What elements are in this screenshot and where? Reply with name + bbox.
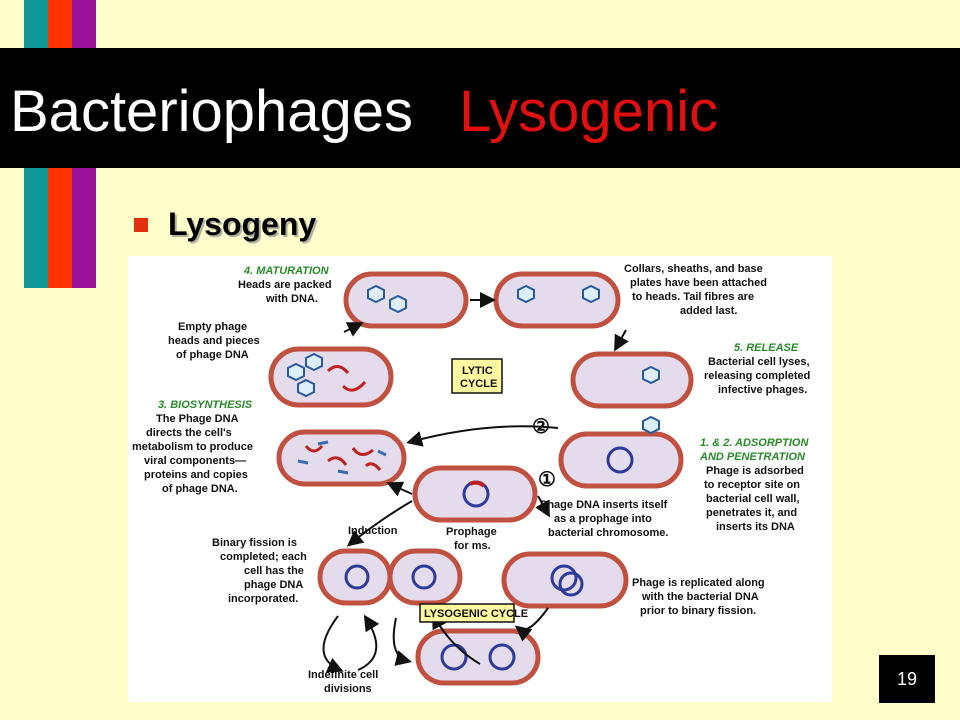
dna-ring <box>440 643 468 671</box>
dna-ring <box>411 564 437 590</box>
dna-ring <box>606 446 634 474</box>
label-replicated: Phage is replicated along <box>632 577 765 589</box>
dna-ring <box>344 564 370 590</box>
title-main: Bacteriophages <box>10 79 414 144</box>
label-empty: of phage DNA <box>176 349 249 361</box>
lytic-cycle-box <box>451 358 503 394</box>
label-prophage: for ms. <box>454 540 491 552</box>
label-replicated: with the bacterial DNA <box>641 591 759 603</box>
lysogeny-diagram: 4. MATURATION Heads are packed with DNA.… <box>128 256 832 702</box>
label-release-line: infective phages. <box>718 384 807 396</box>
label-adsorption-line: inserts its DNA <box>716 521 795 533</box>
label-biosynthesis-line: directs the cell's <box>146 427 232 439</box>
phage-head-icon <box>642 365 660 385</box>
cell-adsorption <box>558 431 684 489</box>
label-collars: added last. <box>680 305 737 317</box>
label-biosynthesis-title: 3. BIOSYNTHESIS <box>158 399 253 411</box>
label-biosynthesis-line: The Phage DNA <box>156 413 239 425</box>
cell-release <box>570 351 694 409</box>
label-step-2: ② <box>532 416 550 438</box>
phage-head-icon <box>297 378 315 398</box>
label-maturation-line: Heads are packed <box>238 279 332 291</box>
label-empty: Empty phage <box>178 321 247 333</box>
dna-ring <box>558 571 584 597</box>
label-collars: to heads. Tail fibres are <box>632 291 754 303</box>
phage-head-icon <box>517 284 535 304</box>
dna-ring <box>488 643 516 671</box>
label-release-line: releasing completed <box>704 370 810 382</box>
lysogenic-cycle-box <box>419 603 515 623</box>
label-release-title: 5. RELEASE <box>734 342 799 354</box>
label-step-1: ① <box>538 469 556 491</box>
label-indefinite: divisions <box>324 683 372 695</box>
cell-assembly <box>493 271 621 329</box>
label-adsorption-line: bacterial cell wall, <box>706 493 800 505</box>
cell-lysogenic-bottom <box>415 628 541 686</box>
title-accent: Lysogenic <box>459 79 719 144</box>
label-collars: Collars, sheaths, and base <box>624 263 763 275</box>
label-biosynthesis-line: of phage DNA. <box>162 483 238 495</box>
label-lytic: CYCLE <box>460 378 497 390</box>
bullet-item: Lysogeny <box>134 206 316 243</box>
bullet-text: Lysogeny <box>168 206 317 242</box>
phage-head-icon <box>389 294 407 314</box>
label-maturation-title: 4. MATURATION <box>243 265 330 277</box>
label-inserts: bacterial chromosome. <box>548 527 668 539</box>
label-adsorption-title: AND PENETRATION <box>699 451 806 463</box>
title-bar <box>0 48 960 168</box>
label-maturation-line: with DNA. <box>265 293 318 305</box>
label-prophage: Prophage <box>446 526 497 538</box>
label-replicated: prior to binary fission. <box>640 605 756 617</box>
label-binary: Binary fission is <box>212 537 297 549</box>
bullet-square-icon <box>134 217 148 232</box>
label-adsorption-line: to receptor site on <box>704 479 800 491</box>
label-binary: incorporated. <box>228 593 298 605</box>
label-empty: heads and pieces <box>168 335 260 347</box>
cell-binary-left <box>317 548 393 606</box>
phage-head-icon <box>287 362 305 382</box>
label-induction: Induction <box>348 525 398 537</box>
label-biosynthesis-line: proteins and copies <box>144 469 248 481</box>
label-collars: plates have been attached <box>630 277 767 289</box>
label-adsorption-title: 1. & 2. ADSORPTION <box>700 437 809 449</box>
label-adsorption-line: penetrates it, and <box>706 507 797 519</box>
label-lysogenic: LYSOGENIC CYCLE <box>424 608 528 620</box>
phage-head-icon <box>367 284 385 304</box>
phage-head-icon <box>582 284 600 304</box>
dna-ring <box>550 564 578 592</box>
label-binary: completed; each <box>220 551 307 563</box>
label-binary: cell has the <box>244 565 304 577</box>
slide-title: Bacteriophages Lysogenic <box>10 80 718 144</box>
label-biosynthesis-line: metabolism to produce <box>132 441 253 453</box>
page-number: 19 <box>879 655 935 703</box>
label-lytic: LYTIC <box>462 365 493 377</box>
label-inserts: as a prophage into <box>554 513 652 525</box>
cell-replicated <box>501 551 629 609</box>
label-release-line: Bacterial cell lyses, <box>708 356 810 368</box>
label-inserts: Phage DNA inserts itself <box>540 499 668 511</box>
label-indefinite: Indefinite cell <box>308 669 378 681</box>
phage-head-icon <box>305 352 323 372</box>
label-binary: phage DNA <box>244 579 303 591</box>
cell-binary-right <box>387 548 463 606</box>
label-adsorption-line: Phage is adsorbed <box>706 465 804 477</box>
phage-head-icon <box>642 415 660 435</box>
diagram-svg: 4. MATURATION Heads are packed with DNA.… <box>132 263 810 695</box>
cell-biosynthesis <box>276 429 407 487</box>
cell-prophage <box>412 465 538 523</box>
label-biosynthesis-line: viral components— <box>144 455 246 467</box>
